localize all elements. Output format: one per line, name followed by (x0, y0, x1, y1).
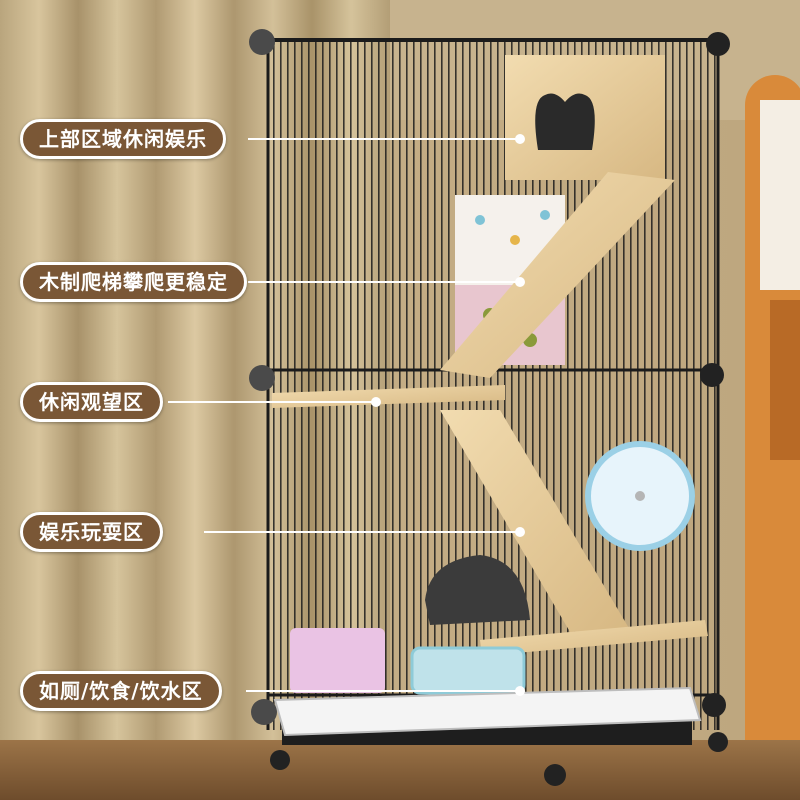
callout-label-toilet-food-water: 如厕/饮食/饮水区 (20, 671, 222, 711)
callout-label-wooden-ladder: 木制爬梯攀爬更稳定 (20, 262, 247, 302)
callout-label-play-area: 娱乐玩耍区 (20, 512, 163, 552)
callout-label-upper-area: 上部区域休闲娱乐 (20, 119, 226, 159)
callout-label-viewing-area: 休闲观望区 (20, 382, 163, 422)
